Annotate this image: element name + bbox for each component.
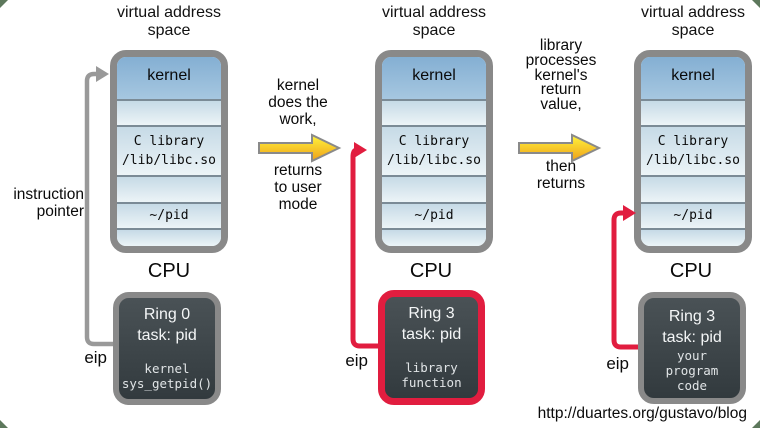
segment-empty <box>117 175 221 202</box>
corner-mark-icon <box>0 0 8 8</box>
segment-empty <box>641 99 745 125</box>
eip-label: eip <box>345 351 368 370</box>
code-line: kernel <box>144 361 190 376</box>
cpu-label: CPU <box>669 260 713 282</box>
cpu-box-ring0: Ring 0 task: pid kernel sys_getpid() <box>113 292 221 405</box>
transition-2-text-below: then returns <box>506 158 616 192</box>
text-line: return <box>540 81 582 99</box>
cpu-label: CPU <box>409 260 453 282</box>
text-line: work, <box>279 111 317 128</box>
cpu-box-ring3: Ring 3 task: pid your program code <box>638 292 746 404</box>
segment-kernel: kernel <box>641 57 745 99</box>
instruction-pointer-label: instruction pointer <box>13 186 84 220</box>
text-line: returns <box>536 175 586 192</box>
segment-empty <box>382 99 486 125</box>
segment-c-library: C library /lib/libc.so <box>641 125 745 175</box>
text-line: returns <box>273 162 323 179</box>
eip-label: eip <box>606 354 629 373</box>
code-line: your <box>676 348 708 363</box>
c-library-path: /lib/libc.so <box>646 153 740 168</box>
code-line: program <box>665 363 719 378</box>
segment-c-library: C library /lib/libc.so <box>117 125 221 175</box>
task-label: task: pid <box>401 326 462 343</box>
transition-1-text-above: kernel does the work, <box>243 77 353 128</box>
ring-label: Ring 3 <box>408 305 455 322</box>
segment-empty <box>641 228 745 246</box>
code-line: library <box>405 360 458 375</box>
cpu-code: library function <box>401 360 461 390</box>
segment-pid: ~/pid <box>117 202 221 228</box>
vas-title: virtual address space <box>640 4 746 39</box>
ring-label: Ring 3 <box>668 308 716 325</box>
c-library-path: /lib/libc.so <box>122 153 216 168</box>
footer-url: http://duartes.org/gustavo/blog <box>537 405 747 422</box>
text-line: library <box>539 37 583 54</box>
corner-mark-icon <box>752 0 760 8</box>
segment-kernel: kernel <box>382 57 486 99</box>
code-line: function <box>401 375 462 390</box>
virtual-address-space-box: kernel C library /lib/libc.so ~/pid <box>110 50 228 253</box>
ring-label: Ring 0 <box>143 306 191 323</box>
text-line: kernel's <box>534 66 588 84</box>
text-line: does the <box>268 94 328 111</box>
text-line: to user <box>274 179 322 196</box>
transition-arrow-1 <box>258 133 342 163</box>
eip-label: eip <box>84 348 107 367</box>
code-line: sys_getpid() <box>121 376 213 391</box>
virtual-address-space-box: kernel C library /lib/libc.so ~/pid <box>375 50 493 253</box>
segment-c-library: C library /lib/libc.so <box>382 125 486 175</box>
segment-empty <box>382 175 486 202</box>
cpu-code: kernel sys_getpid() <box>122 361 212 391</box>
virtual-address-space-box: kernel C library /lib/libc.so ~/pid <box>634 50 752 253</box>
segment-empty <box>117 99 221 125</box>
corner-mark-icon <box>0 420 8 428</box>
text-line: mode <box>278 196 318 213</box>
segment-empty <box>641 175 745 202</box>
text-line: value, <box>540 96 582 114</box>
cpu-label: CPU <box>147 260 191 282</box>
segment-kernel: kernel <box>117 57 221 99</box>
text-line: kernel <box>276 77 320 94</box>
c-library-path: /lib/libc.so <box>387 153 481 168</box>
segment-empty <box>382 228 486 246</box>
vas-title: virtual address space <box>381 4 487 39</box>
task-label: task: pid <box>662 329 722 346</box>
c-library-line: C library <box>398 134 470 149</box>
transition-1-text-below: returns to user mode <box>243 162 353 213</box>
segment-empty <box>117 228 221 246</box>
code-line: code <box>676 378 708 393</box>
text-line: then <box>545 158 577 175</box>
c-library-line: C library <box>657 134 729 149</box>
segment-pid: ~/pid <box>641 202 745 228</box>
corner-mark-icon <box>752 420 760 428</box>
segment-pid: ~/pid <box>382 202 486 228</box>
cpu-code: your program code <box>666 348 719 393</box>
c-library-line: C library <box>133 134 205 149</box>
text-line: processes <box>525 51 597 69</box>
vas-title: virtual address space <box>116 4 222 39</box>
cpu-box-ring3-highlighted: Ring 3 task: pid library function <box>378 290 485 405</box>
task-label: task: pid <box>137 327 197 344</box>
transition-2-text-above: library processes kernel's return value, <box>506 37 616 114</box>
